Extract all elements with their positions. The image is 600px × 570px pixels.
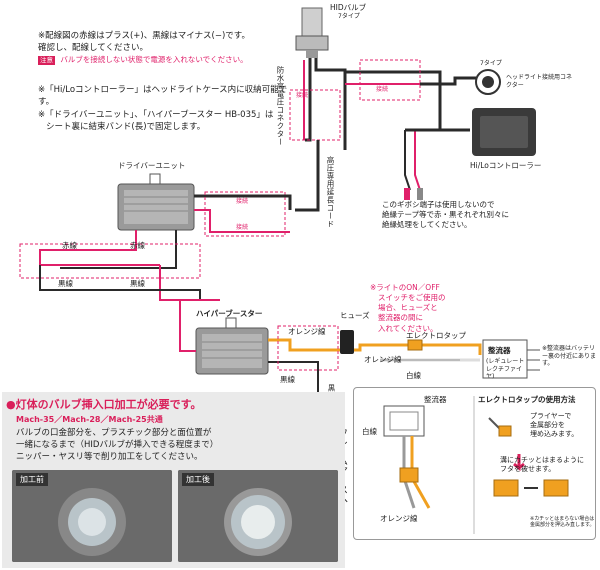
- connect-label-3: 接続: [236, 198, 249, 205]
- electro-tap: [407, 339, 423, 351]
- inset-step2: 溝にカチッとはまるように フタを被せます。: [500, 456, 584, 474]
- black-wire-driver: [39, 265, 201, 300]
- gibosi-red: [404, 188, 410, 200]
- connection-box-5: [277, 325, 339, 371]
- rectifier-box: [482, 339, 528, 379]
- inset-orange-wire-label: オレンジ線: [380, 514, 418, 523]
- processing-body: バルブの口金部分を、プラスチック部分と面位置が 一緒になるまで（HIDバルブが挿…: [16, 428, 336, 464]
- light-switch-line3: 場合、ヒューズと: [378, 303, 438, 313]
- inset-step1: プライヤーで 金属部分を 埋め込みます。: [530, 412, 578, 439]
- headlight-socket-label: ヘッドライト接続用コネクター: [506, 74, 573, 89]
- rectifier-label: 整流器: [488, 346, 511, 355]
- hilo-controller-label: Hi/Loコントローラー: [470, 161, 542, 170]
- red-wire-label-2: 赤線: [130, 241, 145, 250]
- note-controller: ※「Hi/Loコントローラー」はヘッドライトケース内に収納可能です。: [38, 85, 288, 108]
- inset-footnote2: 金属部分を押込み直します。: [530, 522, 595, 529]
- driver-unit-label: ドライバーユニット: [118, 161, 186, 170]
- photo-after: 加工後: [178, 470, 338, 562]
- inset-step1b: 金属部分を: [530, 421, 565, 430]
- photo-before: 加工前: [12, 470, 172, 562]
- connection-box-4: [19, 243, 201, 279]
- warn-text: バルブを接続しない状態で電源を入れないでください。: [60, 54, 248, 64]
- before-label: 加工前: [16, 473, 48, 486]
- extension-cord: [295, 140, 320, 212]
- hid-bulb: [295, 7, 329, 58]
- fuse-label: ヒューズ: [340, 311, 370, 320]
- note-line1: ※配線図の赤線はプラス(+)、黒線はマイナス(−)です。: [38, 31, 250, 41]
- controller-cable: [345, 70, 442, 100]
- photo-after-image: [178, 470, 338, 562]
- hyper-booster: [195, 317, 269, 375]
- gibosi-note-line2: 絶縁テープ等で赤・黒それぞれ別々に: [382, 210, 510, 220]
- inset-rectifier-label: 整流器: [424, 395, 447, 404]
- connect-label-4: 接続: [236, 224, 249, 231]
- warn-badge: 注意: [38, 55, 55, 66]
- connection-box-3: [204, 191, 286, 237]
- connection-box-2: [359, 59, 421, 101]
- inset-drawing: [383, 396, 569, 534]
- bulb-processing-box: ●灯体のバルブ挿入口加工が必要です。 Mach-35／Mach-28／Mach-…: [2, 392, 345, 568]
- inset-footnote: ※カチッとはまらない場合は 金属部分を押込み直します。: [530, 516, 595, 529]
- hid-bulb-label: HIDバルブ: [330, 3, 367, 12]
- light-switch-line4: 整流器の間に: [378, 313, 423, 323]
- orange-wire-label-2: オレンジ線: [364, 355, 402, 364]
- gibosi-note: このギボシ端子は使用しないので 絶縁テープ等で赤・黒それぞれ別々に 絶縁処理をし…: [382, 200, 582, 230]
- fuse: [340, 330, 354, 354]
- processing-body-line3: ニッパー・ヤスリ等で削り加工をしてください。: [16, 451, 203, 462]
- red-wire-driver: [39, 230, 160, 266]
- processing-models: Mach-35／Mach-28／Mach-25共通: [16, 415, 163, 424]
- processing-body-line1: バルブの口金部分を、プラスチック部分と面位置が: [16, 428, 212, 438]
- note-driver-2: シート裏に結束バンド(長)で固定します。: [46, 121, 206, 132]
- light-switch-line5: 入れてください。: [378, 323, 438, 333]
- inset-step2b: フタを被せます。: [500, 465, 556, 474]
- ext-cord-label: 高圧専用延長コード: [326, 156, 335, 228]
- white-wire-label: 白線: [406, 371, 421, 380]
- hyper-booster-label: ハイパーブースター: [196, 309, 263, 318]
- waterproof-connector-label: 防水高電圧コネクター: [276, 66, 285, 146]
- note-line2: 確認し、配線してください。: [38, 43, 148, 54]
- electro-tap-label: エレクトロタップ: [406, 331, 466, 340]
- red-wire-label-1: 赤線: [62, 241, 77, 250]
- gibosi-black: [417, 188, 423, 200]
- orange-wire-label-1: オレンジ線: [288, 327, 326, 336]
- inset-footnote1: ※カチッとはまらない場合は: [530, 516, 595, 522]
- note-driver: ※「ドライバーユニット」、「ハイパーブースター HB-035」は: [38, 109, 274, 120]
- processing-heading: ●灯体のバルブ挿入口加工が必要です。: [6, 398, 202, 411]
- rectifier-note: ※整流器はバッテリー裏の付近にあります。: [542, 345, 597, 367]
- rectifier-sub-label: (レギュレートレクチファイヤ): [486, 358, 525, 380]
- type7-top-label: 7タイプ: [338, 13, 360, 20]
- top-notes: ※配線図の赤線はプラス(+)、黒線はマイナス(−)です。 確認し、配線してくださ…: [38, 30, 298, 66]
- black-wire-label-2: 黒線: [130, 279, 145, 288]
- type7-side-label: 7タイプ: [480, 60, 502, 67]
- inset-step2a: 溝にカチッとはまるように: [500, 456, 584, 464]
- light-switch-line1: ※ライトのON／OFF: [370, 283, 440, 292]
- install-notes: ※「Hi/Loコントローラー」はヘッドライトケース内に収納可能です。 ※「ドライ…: [38, 84, 298, 133]
- electro-tap-inset: 整流器 白線 オレンジ線 エレクトロタップの使用方法 プライヤーで 金属部分を …: [353, 387, 596, 540]
- black-wire-label-1: 黒線: [58, 279, 73, 288]
- light-switch-line2: スイッチをご使用の: [378, 293, 446, 303]
- connect-label-1: 接続: [296, 92, 309, 99]
- driver-unit: [117, 173, 195, 231]
- inset-step1c: 埋め込みます。: [530, 430, 579, 439]
- inset-title: エレクトロタップの使用方法: [478, 395, 576, 404]
- bulb-cable-to-controller: [314, 58, 347, 150]
- light-switch-note: ※ライトのON／OFF スイッチをご使用の 場合、ヒューズと 整流器の間に 入れ…: [370, 283, 446, 334]
- hilo-controller-box: [472, 108, 536, 156]
- connect-label-2: 接続: [376, 86, 389, 93]
- inset-white-wire-label: 白線: [362, 427, 377, 436]
- black-wire-label-3: 黒線: [280, 375, 295, 384]
- processing-body-line2: 一緒になるまで（HIDバルブが挿入できる程度まで）: [16, 439, 219, 450]
- gibosi-note-line3: 絶縁処理をしてください。: [382, 220, 472, 230]
- headlight-connector: [475, 69, 501, 95]
- orange-wire: [268, 338, 482, 355]
- connection-box-1: [289, 89, 341, 141]
- gibosi-note-line1: このギボシ端子は使用しないので: [382, 200, 495, 209]
- after-label: 加工後: [182, 473, 214, 486]
- inset-step1a: プライヤーで: [530, 412, 572, 420]
